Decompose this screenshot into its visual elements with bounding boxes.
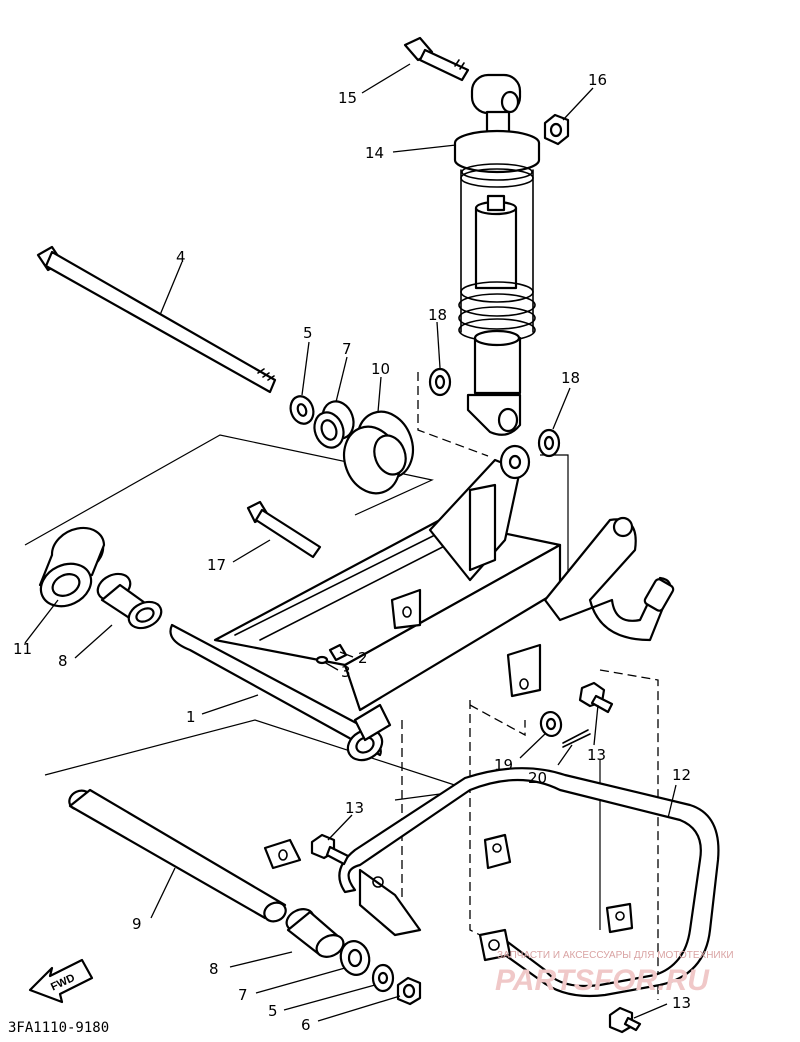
callout-6: 6 [301,1016,311,1034]
assembly-frame-lines [24,372,659,1000]
callout-4: 4 [176,248,186,266]
callout-2: 2 [358,649,368,667]
cotter-pin-20 [562,729,591,748]
watermark-tagline: ЗАПЧАСТИ И АКСЕССУАРЫ ДЛЯ МОТОТЕХНИКИ [497,950,734,961]
bushing-8-bottom [285,908,345,958]
shock-absorber [403,36,570,458]
oil-seal-top [313,400,355,449]
shaft-9 [68,788,287,923]
bolt-13-left [310,833,350,866]
bolt-17 [246,500,322,559]
callout-7-bottom: 7 [238,986,248,1004]
callout-5-bottom: 5 [268,1002,278,1020]
bolt-13-bottom [608,1006,642,1034]
swingarm [169,444,675,762]
bolt-13-upper [578,681,614,714]
callout-7-top: 7 [342,340,352,358]
callout-17: 17 [207,556,226,574]
guard-12 [263,767,720,998]
callout-3: 3 [341,663,351,681]
callout-11: 11 [13,640,32,658]
callout-18-left: 18 [428,306,447,324]
callout-8-bottom: 8 [209,960,219,978]
pivot-shaft-bolt [36,245,277,394]
callout-1: 1 [186,708,196,726]
callout-19: 19 [494,756,513,774]
bushing-11 [38,526,106,608]
washer-19 [539,710,563,738]
bushing-8-top [96,572,163,630]
callout-13-left: 13 [345,799,364,817]
callout-numbers: 15 16 14 4 5 7 10 18 18 17 11 8 2 3 1 19… [13,71,691,1034]
washer-top [289,395,315,425]
collar-bushing-top [342,410,415,495]
diagram-code: 3FA1110-9180 [8,1020,109,1036]
nut-6 [396,976,422,1006]
callout-18-right: 18 [561,369,580,387]
leader-lines [24,63,677,1022]
callout-16: 16 [588,71,607,89]
callout-10: 10 [371,360,390,378]
watermark-brand: PARTSFOR.RU [495,964,710,997]
callout-12: 12 [672,766,691,784]
callout-13-bottom: 13 [672,994,691,1012]
oil-seal-bottom [339,940,371,976]
callout-15: 15 [338,89,357,107]
callout-5-top: 5 [303,324,313,342]
callout-9: 9 [132,915,142,933]
callout-13-upper: 13 [587,746,606,764]
callout-20: 20 [528,769,547,787]
fwd-arrow-icon: FWD [28,958,94,1004]
callout-8-top: 8 [58,652,68,670]
washer-bottom [371,963,395,993]
callout-14: 14 [365,144,384,162]
